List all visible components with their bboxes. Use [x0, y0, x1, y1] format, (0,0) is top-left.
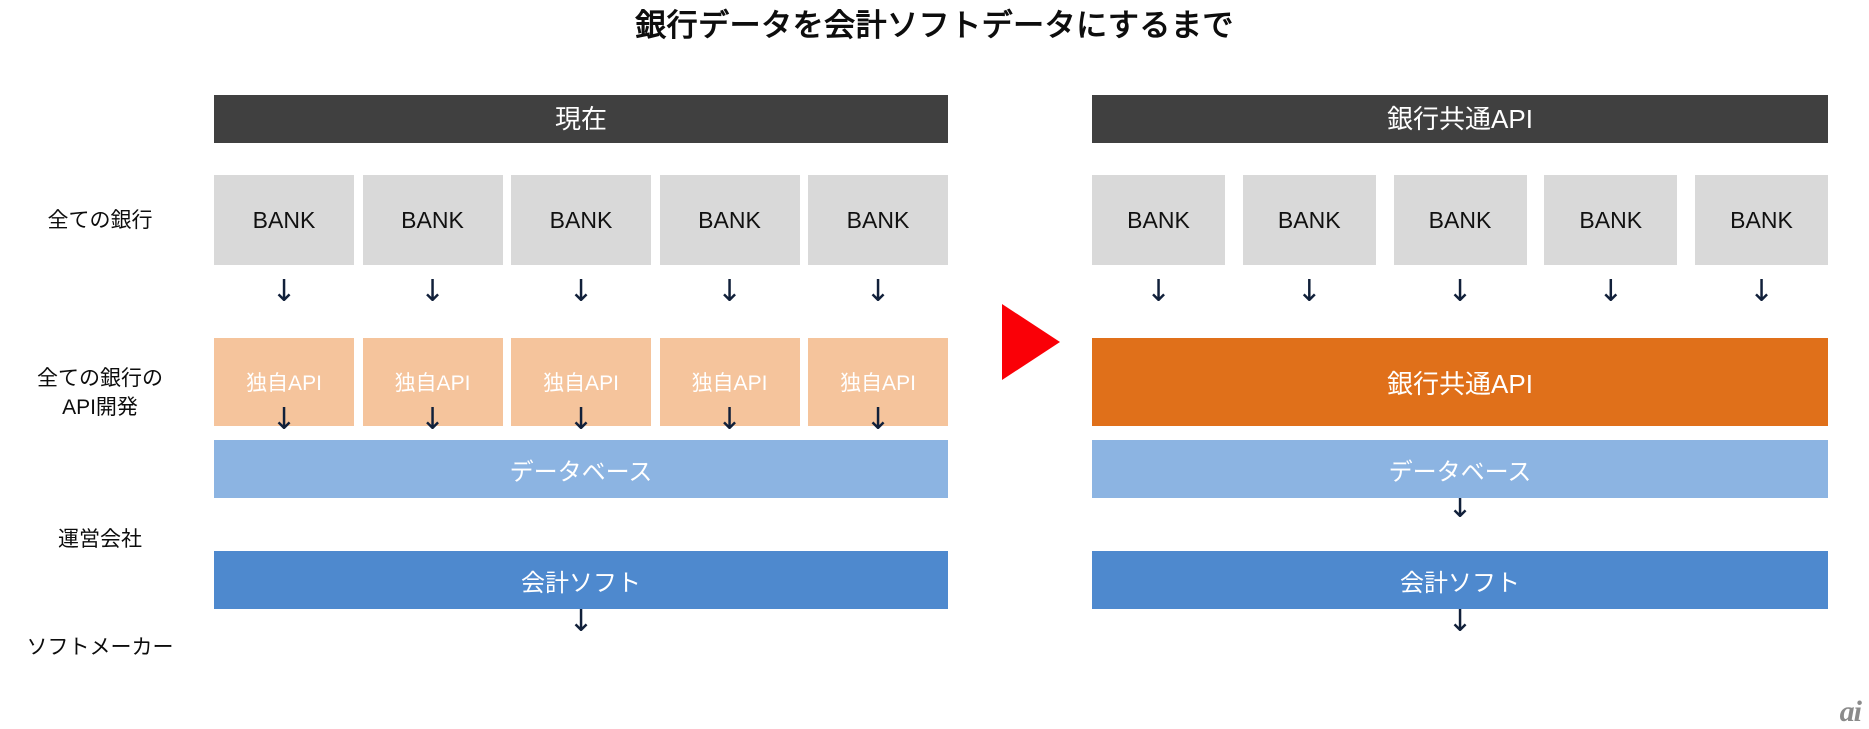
panel-future-state: 銀行共通API BANK BANK BANK BANK BANK ↓ ↓ ↓ ↓…	[1092, 0, 1828, 729]
row-label-all-banks: 全ての銀行	[47, 209, 153, 232]
watermark-logo: ai	[1839, 695, 1862, 728]
down-arrow-icon: ↓	[865, 274, 891, 309]
accounting-software-bar-current: 会計ソフト	[214, 551, 948, 609]
row-label-api-line1: 全ての銀行の	[37, 367, 163, 390]
own-api-box: 独自API	[362, 338, 503, 426]
down-arrow-icon: ↓	[865, 402, 891, 437]
arrow-row-bank-to-api-current: ↓ ↓ ↓ ↓ ↓	[214, 272, 948, 312]
own-api-box: 独自API	[214, 338, 354, 426]
down-arrow-icon: ↓	[716, 402, 743, 437]
database-bar-current: データベース	[214, 440, 948, 498]
down-arrow-icon: ↓	[716, 274, 743, 309]
bank-box: BANK	[1393, 175, 1527, 265]
own-api-box: 独自API	[511, 338, 651, 426]
row-label-operating-company: 運営会社	[58, 528, 142, 551]
row-label-software-maker: ソフトメーカー	[26, 636, 174, 659]
bank-box: BANK	[362, 175, 503, 265]
down-arrow-icon: ↓	[568, 604, 594, 639]
bank-box: BANK	[659, 175, 800, 265]
arrow-row-bank-to-api-future: ↓ ↓ ↓ ↓ ↓	[1092, 272, 1828, 312]
panel-current-state: 現在 BANK BANK BANK BANK BANK ↓ ↓ ↓ ↓ ↓ 独自…	[214, 0, 948, 729]
down-arrow-icon: ↓	[419, 274, 446, 309]
panel-header-future: 銀行共通API	[1092, 95, 1828, 143]
bank-box: BANK	[1544, 175, 1678, 265]
down-arrow-icon: ↓	[568, 274, 594, 309]
own-api-row-current: 独自API 独自API 独自API 独自API 独自API	[214, 338, 948, 426]
down-arrow-icon: ↓	[1145, 274, 1172, 309]
down-arrow-icon: ↓	[568, 402, 594, 437]
down-arrow-icon: ↓	[1748, 274, 1775, 309]
row-label-api-line2: API開発	[62, 396, 138, 419]
down-arrow-icon: ↓	[1447, 604, 1473, 639]
database-bar-future: データベース	[1092, 440, 1828, 498]
accounting-software-bar-future: 会計ソフト	[1092, 551, 1828, 609]
down-arrow-icon: ↓	[1598, 274, 1624, 309]
bank-box: BANK	[1092, 175, 1225, 265]
row-label-api-development: 全ての銀行の API開発	[0, 364, 200, 422]
bank-box: BANK	[214, 175, 354, 265]
down-arrow-icon: ↓	[1296, 274, 1322, 309]
bank-box: BANK	[511, 175, 651, 265]
bank-box: BANK	[808, 175, 948, 265]
right-triangle-icon	[1002, 304, 1060, 380]
bank-row-current: BANK BANK BANK BANK BANK	[214, 175, 948, 265]
unified-bank-api-box: 銀行共通API	[1092, 338, 1828, 426]
own-api-box: 独自API	[808, 338, 948, 426]
down-arrow-icon: ↓	[271, 274, 297, 309]
down-arrow-icon: ↓	[271, 402, 297, 437]
bank-box: BANK	[1695, 175, 1828, 265]
panel-header-current: 現在	[214, 95, 948, 143]
bank-box: BANK	[1242, 175, 1376, 265]
page-title: 銀行データを会計ソフトデータにするまで	[635, 8, 1234, 43]
down-arrow-icon: ↓	[1447, 274, 1473, 309]
arrow-row-api-to-db-current: ↓ ↓ ↓ ↓ ↓	[214, 400, 948, 440]
own-api-box: 独自API	[659, 338, 800, 426]
down-arrow-icon: ↓	[419, 402, 446, 437]
bank-row-future: BANK BANK BANK BANK BANK	[1092, 175, 1828, 265]
